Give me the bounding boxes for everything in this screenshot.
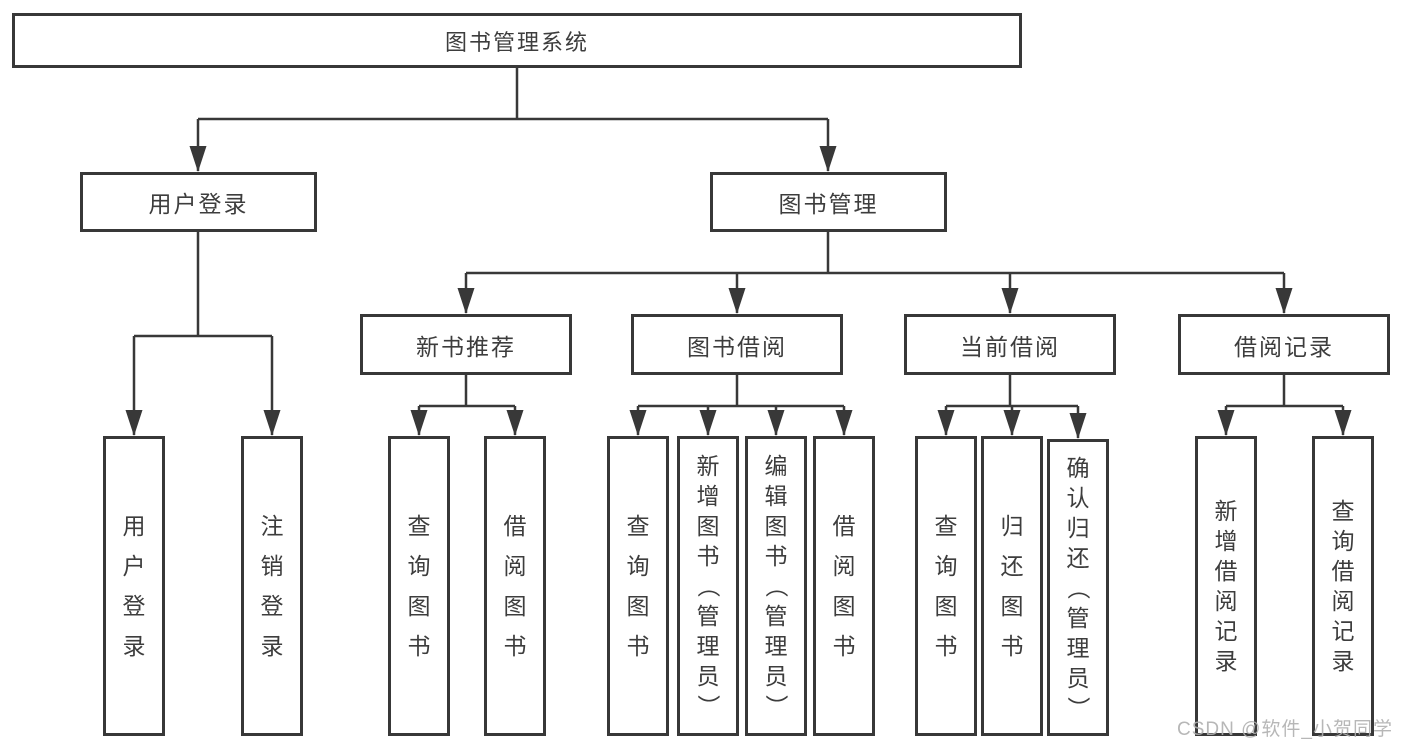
leaf-label-char: 归	[1066, 514, 1090, 541]
leaf-label-char: 增	[1214, 528, 1238, 554]
leaf-label-char: 询	[1331, 528, 1355, 554]
leaf-label-char: 编	[764, 453, 788, 479]
node-leaf-borrow-book-1: 借阅图书	[484, 436, 546, 736]
node-book-borrow: 图书借阅	[631, 314, 843, 375]
node-book-management: 图书管理	[710, 172, 947, 232]
leaf-label-char: 图	[626, 593, 650, 619]
leaf-label-char: 图	[832, 593, 856, 619]
leaf-label-char: 图	[764, 513, 788, 539]
leaf-label-char: 书	[503, 633, 527, 659]
leaf-label-char: 还	[1000, 553, 1024, 579]
leaf-label-char: 理	[764, 633, 788, 659]
leaf-label-char: ）	[763, 694, 789, 718]
leaf-label-char: 录	[122, 633, 146, 659]
leaf-label-char: 增	[696, 483, 720, 509]
node-leaf-return-book: 归还图书	[981, 436, 1043, 736]
node-leaf-query-borrow-record: 查询借阅记录	[1312, 436, 1374, 736]
leaf-label-char: 查	[1331, 498, 1355, 524]
leaf-label-char: 注	[260, 513, 284, 539]
leaf-label-char: 查	[626, 513, 650, 539]
leaf-label-char: 理	[1066, 634, 1090, 661]
leaf-label-char: 图	[1000, 593, 1024, 619]
node-borrow-records: 借阅记录	[1178, 314, 1390, 375]
leaf-label-char: 录	[1331, 648, 1355, 674]
leaf-label-char: 询	[407, 553, 431, 579]
node-leaf-query-book-2: 查询图书	[607, 436, 669, 736]
leaf-label-char: 录	[260, 633, 284, 659]
node-leaf-add-book-admin: 新增图书 （ 管理员 ）	[677, 436, 739, 736]
leaf-label-char: 记	[1331, 618, 1355, 644]
leaf-label-char: 书	[1000, 633, 1024, 659]
connector-currentborrow-stem	[946, 375, 1078, 408]
leaf-label-char: 理	[696, 633, 720, 659]
connector-newbook-stem	[419, 375, 515, 408]
leaf-label-char: 员	[764, 663, 788, 689]
node-leaf-borrow-book-2: 借阅图书	[813, 436, 875, 736]
leaf-label-char: 书	[626, 633, 650, 659]
leaf-label-char: 记	[1214, 618, 1238, 644]
leaf-label-char: 新	[696, 453, 720, 479]
leaf-label-char: 图	[696, 513, 720, 539]
node-user-login: 用户登录	[80, 172, 317, 232]
leaf-label-char: 图	[934, 593, 958, 619]
leaf-label-char: 认	[1066, 484, 1090, 511]
leaf-label-char: （	[763, 574, 789, 598]
leaf-label-char: 确	[1066, 454, 1090, 481]
node-leaf-logout: 注销登录	[241, 436, 303, 736]
connector-records-stem	[1226, 375, 1343, 408]
leaf-label-char: 借	[1214, 558, 1238, 584]
leaf-label-char: （	[695, 574, 721, 598]
leaf-label-char: ）	[695, 694, 721, 718]
leaf-label-char: 阅	[1331, 588, 1355, 614]
node-leaf-query-book-3: 查询图书	[915, 436, 977, 736]
leaf-label-char: 登	[122, 593, 146, 619]
leaf-label-char: 还	[1066, 544, 1090, 571]
leaf-label-char: 阅	[1214, 588, 1238, 614]
leaf-label-char: 阅	[503, 553, 527, 579]
leaf-label-char: 归	[1000, 513, 1024, 539]
leaf-label-char: 书	[696, 543, 720, 569]
node-leaf-query-book-1: 查询图书	[388, 436, 450, 736]
leaf-label-char: 员	[1066, 664, 1090, 691]
leaf-label-char: 管	[696, 603, 720, 629]
leaf-label-char: 书	[764, 543, 788, 569]
leaf-label-char: 户	[122, 553, 146, 579]
leaf-label-char: 图	[503, 593, 527, 619]
node-leaf-user-login: 用户登录	[103, 436, 165, 736]
csdn-watermark: CSDN @软件_小贺同学	[1177, 719, 1393, 740]
node-leaf-edit-book-admin: 编辑图书 （ 管理员 ）	[745, 436, 807, 736]
leaf-label-char: 员	[696, 663, 720, 689]
leaf-label-char: 管	[1066, 604, 1090, 631]
leaf-label-char: 借	[1331, 558, 1355, 584]
leaf-label-char: 书	[832, 633, 856, 659]
leaf-label-char: 用	[122, 513, 146, 539]
connector-bookborrow-stem	[638, 375, 844, 408]
leaf-label-char: 查	[407, 513, 431, 539]
leaf-label-char: 辑	[764, 483, 788, 509]
leaf-label-char: 登	[260, 593, 284, 619]
connector-bookmgmt-stem	[466, 232, 1284, 275]
leaf-label-char: 询	[626, 553, 650, 579]
node-leaf-confirm-return-admin: 确认归还 （ 管理员 ）	[1047, 439, 1109, 736]
node-new-book-recommend: 新书推荐	[360, 314, 572, 375]
leaf-label-char: ）	[1065, 696, 1091, 719]
leaf-label-char: 图	[407, 593, 431, 619]
node-current-borrow: 当前借阅	[904, 314, 1116, 375]
leaf-label-char: 询	[934, 553, 958, 579]
leaf-label-char: 书	[934, 633, 958, 659]
leaf-label-char: 阅	[832, 553, 856, 579]
node-leaf-add-borrow-record: 新增借阅记录	[1195, 436, 1257, 736]
leaf-label-char: 借	[503, 513, 527, 539]
leaf-label-char: （	[1065, 576, 1091, 599]
leaf-label-char: 管	[764, 603, 788, 629]
leaf-label-char: 新	[1214, 498, 1238, 524]
leaf-label-char: 录	[1214, 648, 1238, 674]
connector-root-stem	[198, 68, 828, 121]
leaf-label-char: 查	[934, 513, 958, 539]
leaf-label-char: 借	[832, 513, 856, 539]
leaf-label-char: 书	[407, 633, 431, 659]
leaf-label-char: 销	[260, 553, 284, 579]
node-root-library-system: 图书管理系统	[12, 13, 1022, 68]
connector-userlogin-stem	[134, 232, 272, 338]
